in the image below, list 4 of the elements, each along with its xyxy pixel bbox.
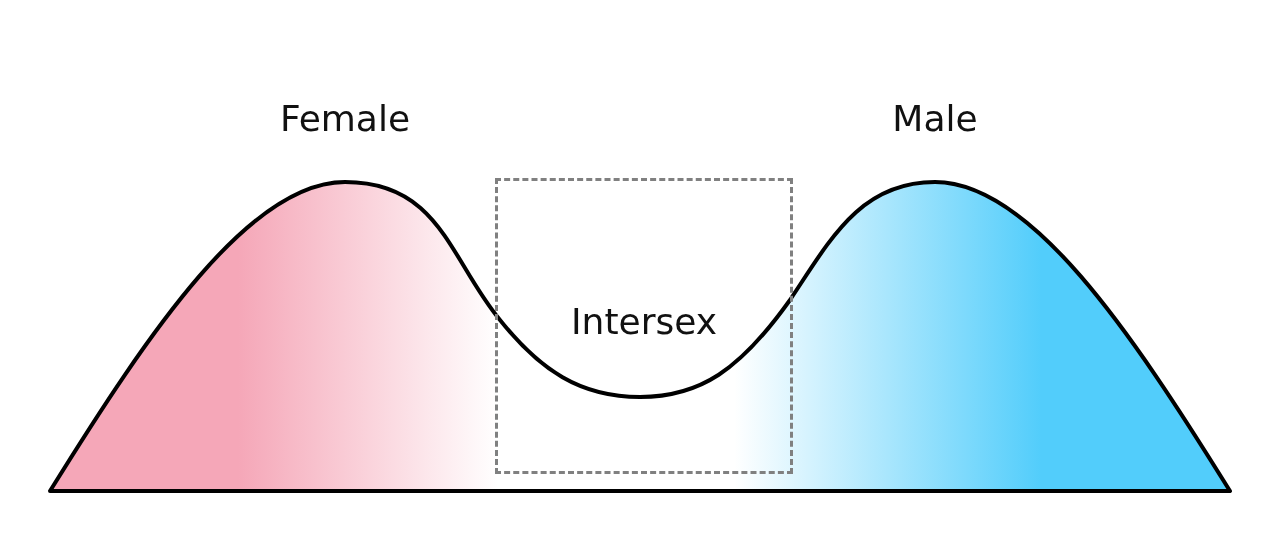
curve-label: Male — [892, 98, 978, 139]
curve-label: Female — [279, 98, 411, 139]
dashed-frame — [495, 178, 793, 474]
region-label: Intersex — [570, 301, 718, 342]
